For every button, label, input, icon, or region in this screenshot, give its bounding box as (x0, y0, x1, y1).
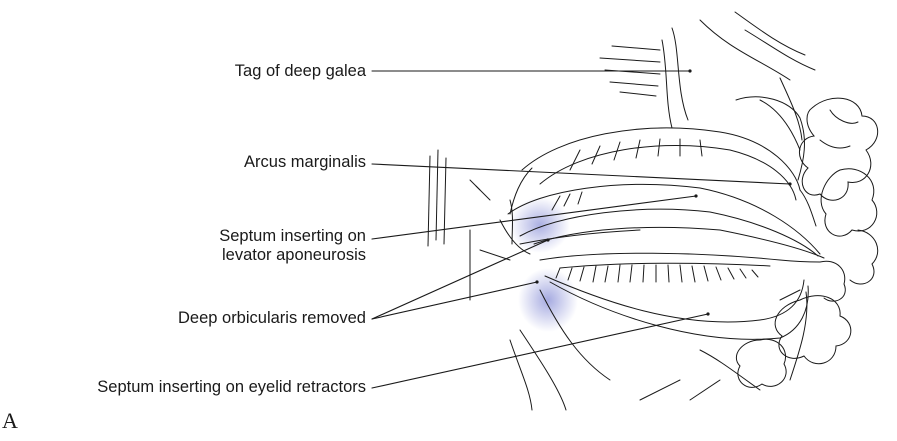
septum-shading-upper (510, 197, 570, 253)
label-septum-levator-line2: levator aponeurosis (222, 245, 366, 265)
eyelid-outlines (500, 128, 824, 390)
leader-arcus-marginalis (372, 164, 790, 184)
label-deep-orbicularis-removed: Deep orbicularis removed (178, 308, 366, 328)
label-tag-deep-galea: Tag of deep galea (235, 61, 366, 81)
leader-endpoints (535, 69, 791, 315)
label-septum-levator-line1: Septum inserting on (219, 226, 366, 246)
label-arcus-marginalis: Arcus marginalis (244, 152, 366, 172)
panel-letter: A (2, 408, 18, 434)
leader-deep-orbicularis-lower (372, 282, 537, 319)
orbital-fat-lobules (736, 97, 878, 387)
lateral-tissue-strokes (428, 150, 800, 410)
label-septum-eyelid-retractors: Septum inserting on eyelid retractors (97, 377, 366, 397)
leader-lines (372, 71, 790, 388)
